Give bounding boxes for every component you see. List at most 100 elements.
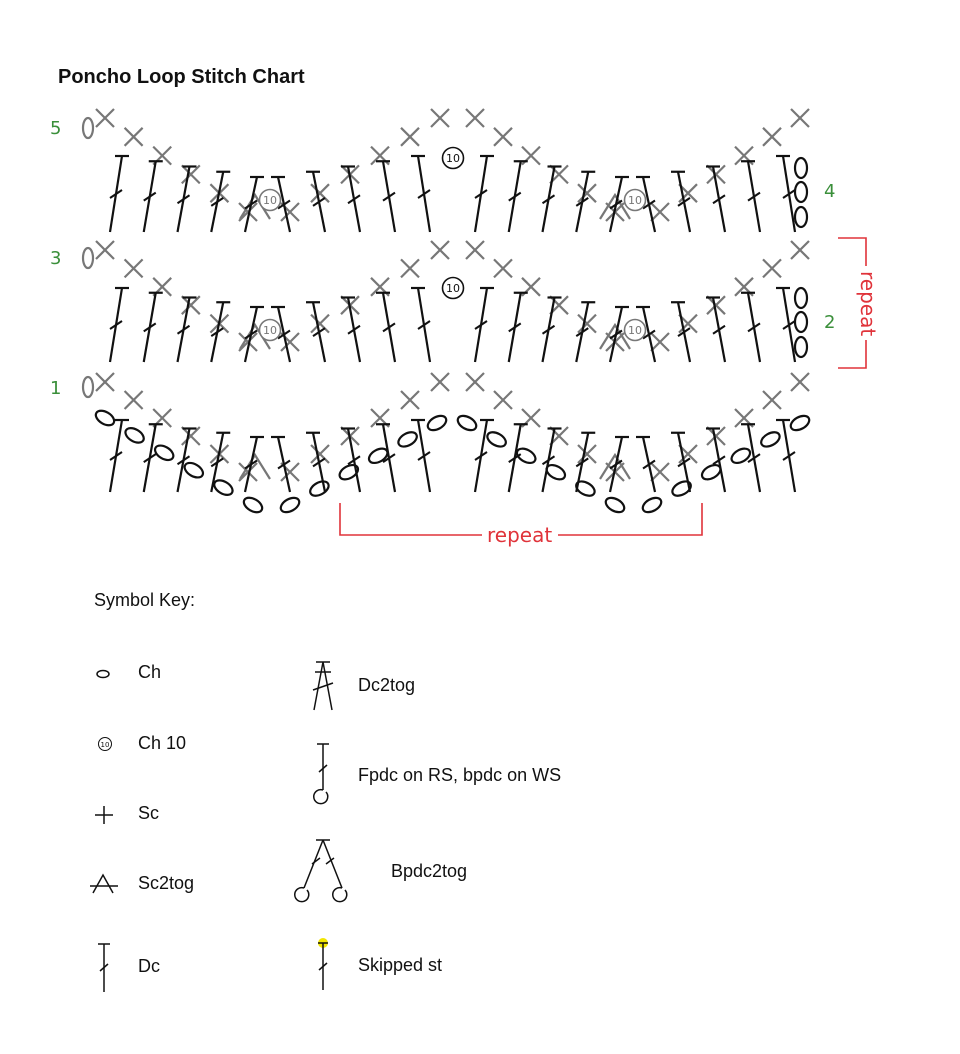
chain-oval (641, 496, 663, 514)
turning-chain (793, 310, 809, 334)
single-crochet (181, 295, 201, 315)
chain-oval (760, 431, 781, 448)
single-crochet (465, 240, 485, 260)
double-crochet-bar (642, 329, 656, 340)
turning-chain (81, 116, 95, 140)
chain-oval (309, 480, 330, 497)
double-crochet-bar (417, 320, 431, 330)
double-crochet-bar (712, 455, 726, 466)
turning-chain (793, 180, 809, 204)
double-crochet-bar (176, 194, 191, 205)
key-label-sc: Sc (138, 803, 160, 823)
symbol-key-title: Symbol Key: (94, 590, 196, 610)
fpdc-icon (313, 743, 329, 805)
single-crochet (706, 164, 726, 185)
chain-oval (604, 496, 626, 514)
double-crochet-bar (347, 324, 361, 335)
double-crochet-bar (508, 453, 522, 463)
ch10-circle (441, 276, 465, 300)
key-label-skipped: Skipped st (358, 955, 443, 975)
chain-oval (242, 496, 264, 514)
single-crochet (123, 258, 144, 279)
ch10-circle (623, 188, 647, 212)
double-crochet-bar (642, 199, 656, 210)
single-crochet (790, 240, 810, 260)
ch10-label: 10 (446, 152, 460, 165)
sc2tog-stitch (239, 322, 271, 350)
single-crochet (400, 258, 420, 279)
double-crochet-bar (347, 194, 361, 205)
double-crochet-bar (312, 457, 326, 468)
double-crochet-bar (508, 191, 522, 202)
single-crochet-cross-icon (95, 806, 113, 824)
ch10-circle (441, 146, 465, 170)
key-label-fpdc: Fpdc on RS, bpdc on WS (358, 765, 562, 785)
single-crochet (181, 426, 201, 446)
single-crochet (465, 108, 485, 128)
single-crochet (762, 127, 782, 147)
chart-title: Poncho Loop Stitch Chart (58, 66, 305, 88)
ch10-circle-icon: 10 (98, 737, 112, 751)
double-crochet-bar (143, 322, 157, 333)
ch10-circle (623, 318, 647, 342)
key-label-ch: Ch (138, 662, 162, 682)
double-crochet-bar (176, 455, 191, 466)
double-crochet-bar (782, 451, 796, 461)
sc2tog-stitch (599, 192, 631, 220)
double-crochet-bar (210, 327, 224, 337)
double-crochet-bar (382, 453, 396, 463)
double-crochet-bar (417, 189, 431, 199)
double-crochet-bar (474, 189, 488, 199)
double-crochet-bar (109, 320, 123, 330)
double-crochet-icon (98, 943, 110, 992)
single-crochet (577, 313, 597, 334)
single-crochet (706, 426, 726, 446)
vertical-repeat-label: repeat (856, 271, 880, 336)
dc2tog-icon (312, 661, 334, 711)
turning-chain (793, 335, 809, 359)
single-crochet (123, 390, 144, 410)
single-crochet (790, 108, 810, 128)
row-number-3: 3 (50, 248, 61, 269)
double-crochet-bar (508, 322, 522, 333)
double-crochet-bar (677, 327, 691, 337)
single-crochet (400, 390, 420, 410)
single-crochet (493, 390, 513, 410)
single-crochet (577, 183, 597, 203)
single-crochet (762, 390, 782, 410)
single-crochet (430, 108, 450, 128)
chain-oval (338, 463, 360, 481)
ch10-circle (258, 188, 282, 212)
chain-oval (456, 414, 478, 432)
double-crochet-bar (109, 189, 123, 199)
double-crochet-bar (143, 191, 157, 202)
single-crochet (310, 183, 330, 203)
single-crochet (650, 202, 670, 222)
chain-oval (213, 479, 234, 496)
chain-oval-icon (96, 669, 110, 679)
single-crochet (400, 127, 420, 147)
single-crochet (238, 202, 258, 222)
double-crochet-bar (541, 324, 556, 335)
chain-oval (153, 444, 175, 462)
double-crochet-bar (312, 197, 326, 207)
sc2tog-stitch (599, 452, 631, 480)
key-label-bpdc2tog: Bpdc2tog (391, 861, 468, 881)
double-crochet-bar (109, 451, 123, 461)
row-number-2: 2 (824, 312, 835, 333)
chain-oval (515, 447, 537, 465)
single-crochet (238, 332, 258, 352)
single-crochet (577, 444, 597, 464)
sc2tog-stitch (239, 192, 271, 220)
double-crochet-bar (782, 189, 796, 199)
double-crochet-bar (210, 457, 224, 468)
single-crochet (181, 164, 201, 185)
double-crochet-bar (474, 451, 488, 461)
double-crochet-bar (677, 197, 691, 207)
double-crochet-bar (575, 197, 589, 207)
chain-oval (426, 414, 448, 432)
single-crochet (493, 127, 513, 147)
turning-chain (793, 156, 809, 180)
